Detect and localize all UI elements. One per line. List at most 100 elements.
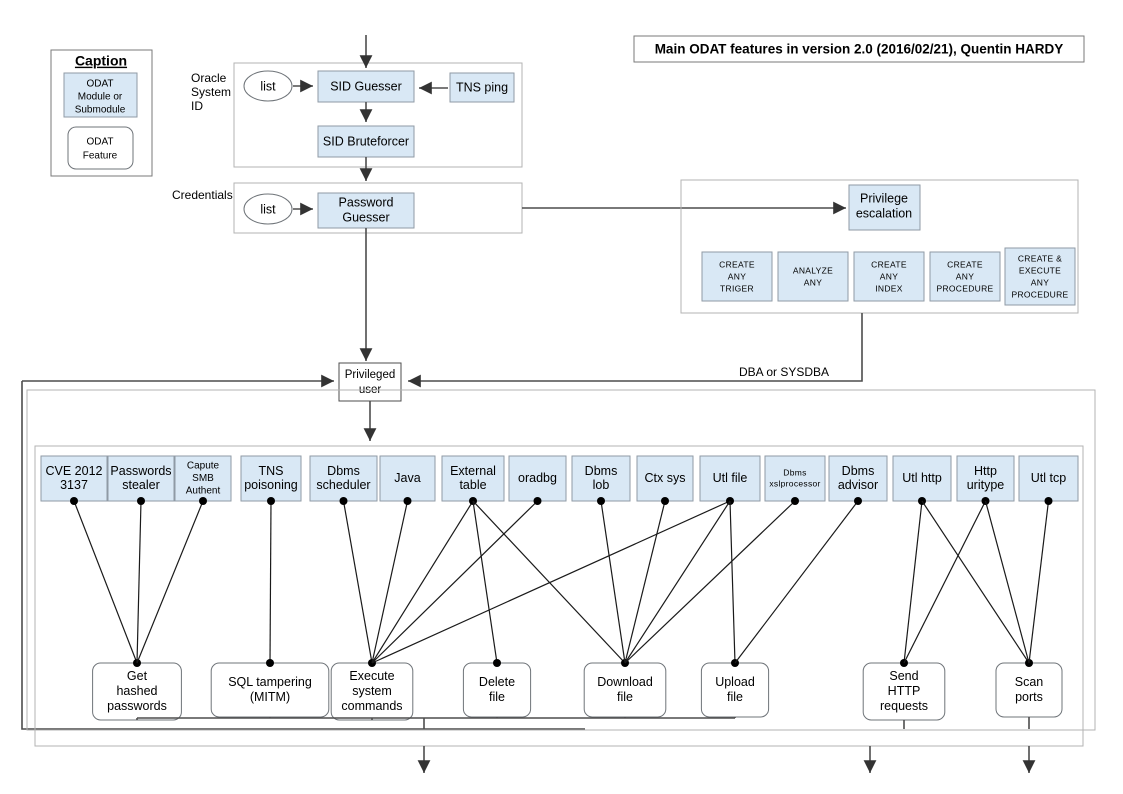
module-tns-poisoning-box[interactable] [240, 455, 302, 502]
legend-feature-line-2: Feature [83, 151, 118, 162]
connection-utl-file-to-download-file [624, 500, 731, 664]
module-capute-smb-authent-line-3: Authent [186, 486, 221, 497]
module-cve-box[interactable] [40, 455, 108, 502]
privilege-create-any-index[interactable] [853, 251, 925, 302]
module-utl-http[interactable]: Utl http [892, 455, 952, 502]
modules-row: CVE 20123137PasswordsstealerCaputeSMBAut… [40, 455, 1079, 502]
caption-heading: Caption [75, 53, 127, 69]
connection-dbms-scheduler-to-execute-system-commands [342, 500, 373, 664]
credentials-list-ellipse[interactable] [243, 193, 293, 225]
module-dbms-lob-line-1: Dbms [585, 464, 618, 478]
feature-execute-system-commands-line-1: Execute [349, 669, 394, 683]
connection-dbms-xslprocessor-to-download-file [624, 500, 796, 664]
legend-module-line-3: Submodule [75, 105, 126, 116]
bottom-exit-arrows [417, 746, 1036, 773]
group-credentials-label: Credentials [172, 188, 233, 202]
privilege-create-execute-any-procedure[interactable] [1004, 247, 1076, 306]
module-utl-file-box[interactable] [699, 455, 761, 502]
module-utl-http-line-1: Utl http [902, 471, 942, 485]
connection-external-table-to-download-file [472, 500, 626, 664]
module-sid-bruteforcer-label: SID Bruteforcer [323, 134, 409, 148]
connector-dot-java [403, 497, 412, 505]
module-dbms-xslprocessor-line-2: xslprocessor [769, 478, 820, 488]
module-http-uritype-line-2: uritype [967, 478, 1005, 492]
connector-dot-delete-file [493, 659, 501, 667]
connection-cve-to-get-hashed-passwords [73, 500, 138, 664]
priv-4-line-1: CREATE & [1018, 253, 1062, 263]
connector-dot-dbms-scheduler [339, 497, 348, 505]
group-sid-frame [233, 62, 523, 168]
diagram-title: Main ODAT features in version 2.0 (2016/… [633, 35, 1085, 63]
module-privilege-escalation[interactable] [848, 184, 921, 231]
connector-dot-sql-tampering [266, 659, 274, 667]
feature-sql-tampering[interactable]: SQL tampering(MITM) [210, 662, 330, 718]
sid-list-ellipse[interactable] [243, 70, 293, 102]
module-capute-smb-authent-line-2: SMB [192, 473, 214, 484]
connection-utl-tcp-to-scan-ports [1028, 500, 1050, 664]
module-java[interactable]: Java [379, 455, 436, 502]
module-oradbg[interactable]: oradbg [508, 455, 567, 502]
module-http-uritype-line-1: Http [974, 464, 997, 478]
connection-ctx-sys-to-download-file [624, 500, 666, 664]
module-java-box[interactable] [379, 455, 436, 502]
module-external-table-box[interactable] [441, 455, 505, 502]
priv-0-line-2: ANY [728, 271, 746, 281]
module-password-guesser-line-2: Guesser [342, 210, 389, 224]
module-passwords-stealer-box[interactable] [107, 455, 175, 502]
legend-feature-line-1: ODAT [86, 137, 113, 148]
module-tns-ping[interactable] [449, 72, 515, 103]
legend-feature-box [67, 126, 134, 170]
module-tns-ping-label: TNS ping [456, 80, 508, 94]
module-passwords-stealer-line-2: stealer [122, 478, 160, 492]
module-http-uritype-box[interactable] [956, 455, 1015, 502]
module-utl-file[interactable]: Utl file [699, 455, 761, 502]
priv-3-line-3: PROCEDURE [936, 283, 993, 293]
outer-container-outer [34, 445, 1084, 747]
outer-container-inner [26, 389, 1096, 731]
feature-scan-ports-line-1: Scan [1015, 675, 1044, 689]
module-dbms-scheduler-box[interactable] [309, 455, 378, 502]
privilege-escalation-line-2: escalation [856, 206, 912, 220]
connector-dot-ctx-sys [661, 497, 669, 505]
module-utl-http-box[interactable] [892, 455, 952, 502]
dba-sysdba-edge: DBA or SYSDBA [408, 313, 863, 388]
privilege-analyze-any[interactable] [777, 251, 849, 302]
module-utl-tcp[interactable]: Utl tcp [1018, 455, 1079, 502]
module-oradbg-box[interactable] [508, 455, 567, 502]
module-tns-poisoning-line-1: TNS [259, 464, 284, 478]
group-sid-label-2: System [191, 85, 231, 99]
privileged-user-node[interactable]: Privileged user [21, 362, 585, 730]
privileged-user-box[interactable] [338, 362, 402, 402]
feature-send-http-requests-line-2: HTTP [888, 684, 921, 698]
feature-upload-file-line-1: Upload [715, 675, 755, 689]
module-password-guesser[interactable] [317, 192, 415, 229]
module-dbms-lob-box[interactable] [571, 455, 631, 502]
privilege-create-any-triger[interactable] [701, 251, 773, 302]
module-ctx-sys[interactable]: Ctx sys [636, 455, 694, 502]
feature-send-http-requests-line-1: Send [889, 669, 918, 683]
group-privesc-frame [680, 179, 1079, 314]
feature-send-http-requests-line-3: requests [880, 699, 928, 713]
connection-capute-smb-authent-to-get-hashed-passwords [136, 500, 204, 664]
privilege-create-any-procedure[interactable] [929, 251, 1001, 302]
feedback-loop-path [21, 381, 585, 730]
